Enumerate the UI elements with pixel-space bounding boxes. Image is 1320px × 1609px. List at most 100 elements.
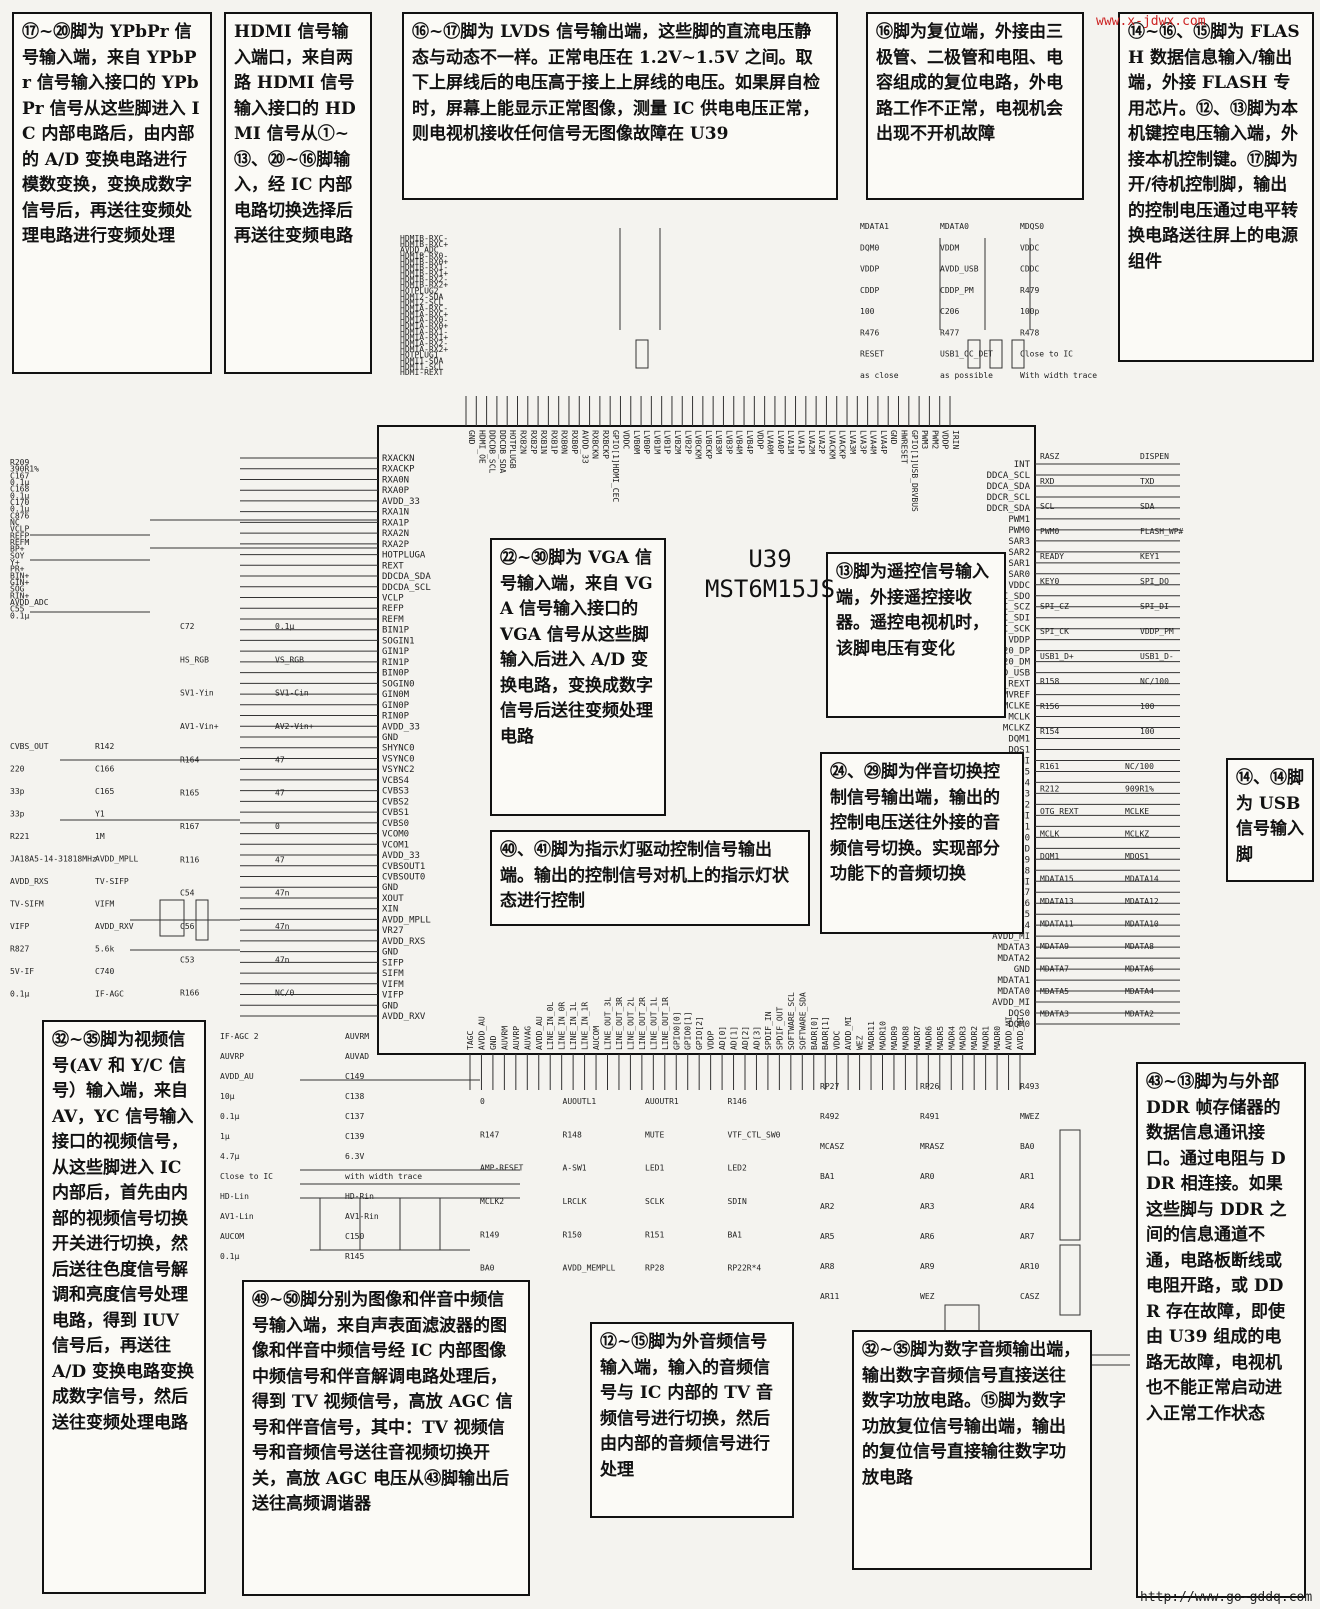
component-label: VS_RGB <box>275 655 304 664</box>
top-pin-label: LVACKP <box>838 430 847 459</box>
bottom-pin-label: VDDC <box>833 1031 842 1050</box>
right-pin-label: PWM0 <box>1008 526 1030 536</box>
component-label: 0.1μ <box>10 990 29 999</box>
right-pin-label: DDCA_SCL <box>987 471 1030 481</box>
note-audio-switch-control: ㉔、㉙脚为伴音切换控制信号输出端，输出的控制电压送往外接的音频信号切换。实现部分… <box>820 752 1024 934</box>
component-label: OTG_REXT <box>1040 807 1079 816</box>
component-label: HD-Rin <box>345 1192 374 1201</box>
component-label: AR3 <box>920 1202 935 1211</box>
left-pin-label: RXA1N <box>382 508 409 518</box>
component-label: BP+ <box>10 545 25 554</box>
component-label: MDATA3 <box>1040 1010 1069 1019</box>
component-label: R477 <box>940 328 959 337</box>
top-pin-label: LVB1P <box>663 430 672 454</box>
component-label: DQM1 <box>1040 852 1059 861</box>
chip-part-number: MST6M15JS <box>704 575 836 603</box>
component-label: CDDP <box>860 286 879 295</box>
component-label: WEZ <box>920 1292 935 1301</box>
top-pin-label: LVB3M <box>714 430 723 454</box>
component-label: 0.1μ <box>275 622 294 631</box>
component-label: RXD <box>1040 477 1055 486</box>
component-label: AVDD_MPLL <box>95 855 139 864</box>
right-pin-label: DDCR_SCL <box>987 493 1030 503</box>
top-pin-label: RXB1P <box>549 430 558 454</box>
component-label: LED1 <box>645 1164 664 1173</box>
left-pin-label: VCOM0 <box>382 830 409 840</box>
left-pin-label: SHYNC0 <box>382 744 415 754</box>
top-pin-label: GND <box>889 430 898 445</box>
component-label: MDATA7 <box>1040 965 1069 974</box>
component-label: HDMIA-RX1+ <box>400 333 448 342</box>
component-label: MDATA9 <box>1040 942 1069 951</box>
left-pin-label: SIFP <box>382 958 404 968</box>
bottom-pin-label: MADR9 <box>890 1026 899 1050</box>
component-label: R209 <box>10 458 29 467</box>
component-label: VDDP_PM <box>1140 627 1174 636</box>
component-label: as close <box>860 371 899 380</box>
note-remote-input: ⑬脚为遥控信号输入端，外接遥控接收器。遥控电视机时，该脚电压有变化 <box>826 552 1006 718</box>
component-label: 0.1μ <box>10 491 29 500</box>
left-pin-label: RXACKN <box>382 454 415 464</box>
right-pin-label: MCLK <box>1008 713 1030 723</box>
component-label: FLASH_WP# <box>1140 527 1184 536</box>
component-label: HDMIB-RX2+ <box>400 281 448 290</box>
bottom-pin-label: LINE_OUT_3L <box>604 997 613 1050</box>
component-label: 100 <box>1140 727 1155 736</box>
bottom-pin-label: LINE_OUT_2L <box>626 997 635 1050</box>
component-label: R165 <box>180 789 199 798</box>
bottom-pin-label: MADR8 <box>901 1026 910 1050</box>
top-pin-label: LVACKM <box>827 430 836 459</box>
bottom-pin-label: AD[3] <box>752 1026 761 1050</box>
component-label: 0.1μ <box>10 611 29 620</box>
right-pin-label: AVDD_USB <box>987 669 1030 679</box>
left-pin-label: SOGIN0 <box>382 679 415 689</box>
component-label: REFM <box>10 538 29 547</box>
right-pin-label: MDATA1 <box>997 976 1030 986</box>
component-label: HDMIB-RX1- <box>400 263 448 272</box>
component-label: MCLK <box>1040 830 1059 839</box>
component-label: R221 <box>10 832 29 841</box>
component-label: AUVRM <box>345 1032 369 1041</box>
component-label: DISPEN <box>1140 452 1169 461</box>
left-pin-label: BIN1P <box>382 626 410 636</box>
component-label: HDMIB-RX0- <box>400 252 448 261</box>
top-pin-lines <box>465 396 951 426</box>
component-label: C740 <box>95 967 114 976</box>
component-label: MDATA10 <box>1125 920 1159 929</box>
component-label: AR5 <box>820 1232 835 1241</box>
note-indicator-led: ㊵、㊶脚为指示灯驱动控制信号输出端。输出的控制信号对机上的指示灯状态进行控制 <box>490 830 810 926</box>
bottom-pin-label: LINE_IN_1R <box>581 1002 590 1050</box>
right-pin-label: USB20_DP <box>987 647 1031 657</box>
component-label: MCLK2 <box>480 1197 504 1206</box>
component-label: MDATA11 <box>1040 920 1074 929</box>
component-label: HDMIA-RX1- <box>400 327 448 336</box>
component-label: KEY1 <box>1140 552 1159 561</box>
component-label: NC/0 <box>275 989 294 998</box>
chip-body <box>377 425 1036 1055</box>
component-label: C150 <box>345 1232 364 1241</box>
component-label: AV2-Vin+ <box>275 722 314 731</box>
component-label: 10μ <box>220 1092 235 1101</box>
top-pin-label: LVB2P <box>683 430 692 454</box>
bottom-pin-label: GPIO0[0] <box>672 1011 681 1050</box>
component-label: HDMIA-RX2+ <box>400 345 448 354</box>
component-label: C168 <box>10 485 29 494</box>
left-pin-label: DDCDA_SCL <box>382 583 431 593</box>
note-ypbpr-input: ⑰~⑳脚为 YPbPr 信号输入端，来自 YPbPr 信号输入接口的 YPbPr… <box>12 12 212 374</box>
component-label: 0.1μ <box>10 478 29 487</box>
component-label: READY <box>1040 552 1064 561</box>
component-label: 33p <box>10 810 25 819</box>
component-label: HDMIB-RXC- <box>400 234 448 243</box>
note-external-audio: ⑫~⑮脚为外音频信号输入端，输入的音频信号与 IC 内部的 TV 音频信号进行切… <box>590 1322 794 1518</box>
component-label: VDDP <box>860 265 879 274</box>
component-label: A-SW1 <box>563 1164 587 1173</box>
right-pin-label: MDATA3 <box>997 943 1030 953</box>
component-label: TV-SIFM <box>10 900 44 909</box>
component-label: SOY <box>10 551 25 560</box>
bottom-pin-label: LINE_OUT_1R <box>661 997 670 1050</box>
component-label: HOTPLUG2 <box>400 287 439 296</box>
component-label: MDATA8 <box>1125 942 1154 951</box>
component-label: RP27 <box>820 1082 839 1091</box>
